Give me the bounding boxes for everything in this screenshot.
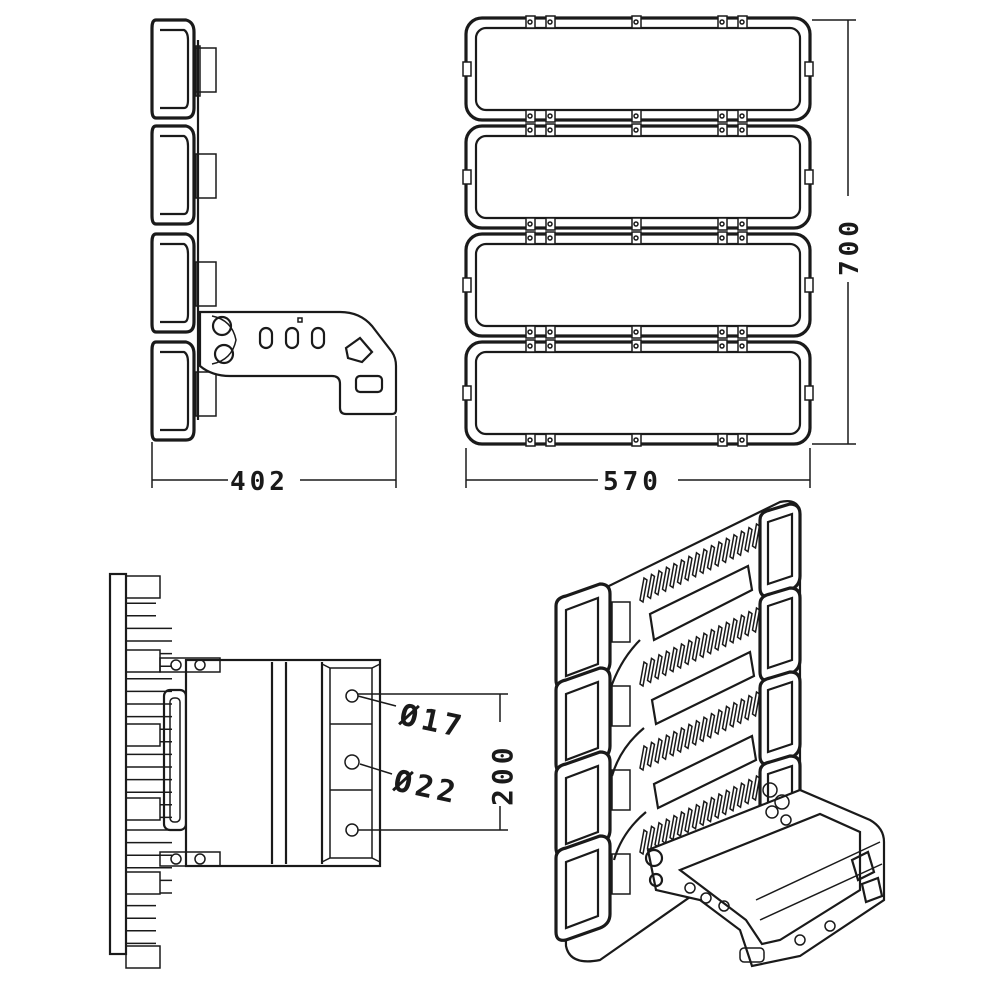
side-view: [150, 18, 398, 488]
isometric-bracket: [646, 788, 886, 968]
hole-small-label: Ø17: [395, 697, 468, 745]
dim-700-label: 700: [835, 217, 865, 276]
iso-module-4: [554, 834, 631, 942]
front-view: [462, 15, 814, 447]
bottom-view: [108, 572, 508, 969]
front-frame-1: [462, 15, 814, 123]
dim-570: [465, 448, 811, 488]
dim-402-label: 402: [230, 467, 289, 497]
side-module-3: [150, 232, 217, 334]
front-frame-3: [462, 231, 814, 339]
dim-700: [812, 19, 856, 445]
front-frame-4: [462, 339, 814, 447]
hole-large-label: Ø22: [389, 763, 462, 811]
side-module-4: [150, 340, 217, 442]
isometric-modules: [554, 582, 631, 942]
isometric-view: [554, 500, 886, 968]
hole-2: [344, 754, 360, 770]
front-frame-2: [462, 123, 814, 231]
iso-module-right-2: [758, 586, 802, 682]
iso-module-2: [554, 666, 631, 774]
side-module-2: [150, 124, 217, 226]
iso-module-1: [554, 582, 631, 690]
dim-200-label: 200: [486, 743, 519, 806]
iso-module-right-1: [758, 502, 802, 598]
isometric-modules-right: [758, 502, 802, 850]
side-bracket: [198, 310, 398, 416]
side-module-1: [150, 18, 217, 120]
iso-module-right-3: [758, 670, 802, 766]
dim-570-label: 570: [603, 467, 662, 497]
